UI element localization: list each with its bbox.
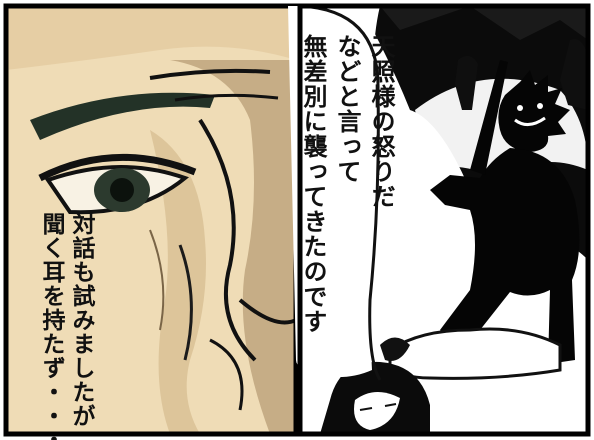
- left-panel-face: [3, 3, 299, 437]
- caption-line: 対話も試みましたが: [68, 212, 94, 428]
- speech-line: 無差別に襲ってきたのです: [299, 34, 327, 334]
- eyebrow-icon: [30, 92, 215, 140]
- club-icon: [470, 60, 508, 175]
- right-panel-scene: [288, 3, 591, 437]
- speech-line: 天照様の怒りだ: [367, 34, 395, 209]
- speech-bubble: [288, 6, 380, 378]
- caption-line: 聞く耳を持たず・・・: [38, 212, 64, 440]
- narration-caption: 対話も試みましたが 聞く耳を持たず・・・: [36, 212, 96, 440]
- distant-figure-icon: [455, 55, 478, 110]
- speech-text: 天照様の怒りだ などと言って 無差別に襲ってきたのです: [296, 34, 398, 334]
- silhouette-attacker-icon: [430, 60, 580, 364]
- speech-line: などと言って: [333, 34, 361, 184]
- eye-icon: [38, 153, 197, 215]
- distant-figure-icon: [560, 39, 588, 110]
